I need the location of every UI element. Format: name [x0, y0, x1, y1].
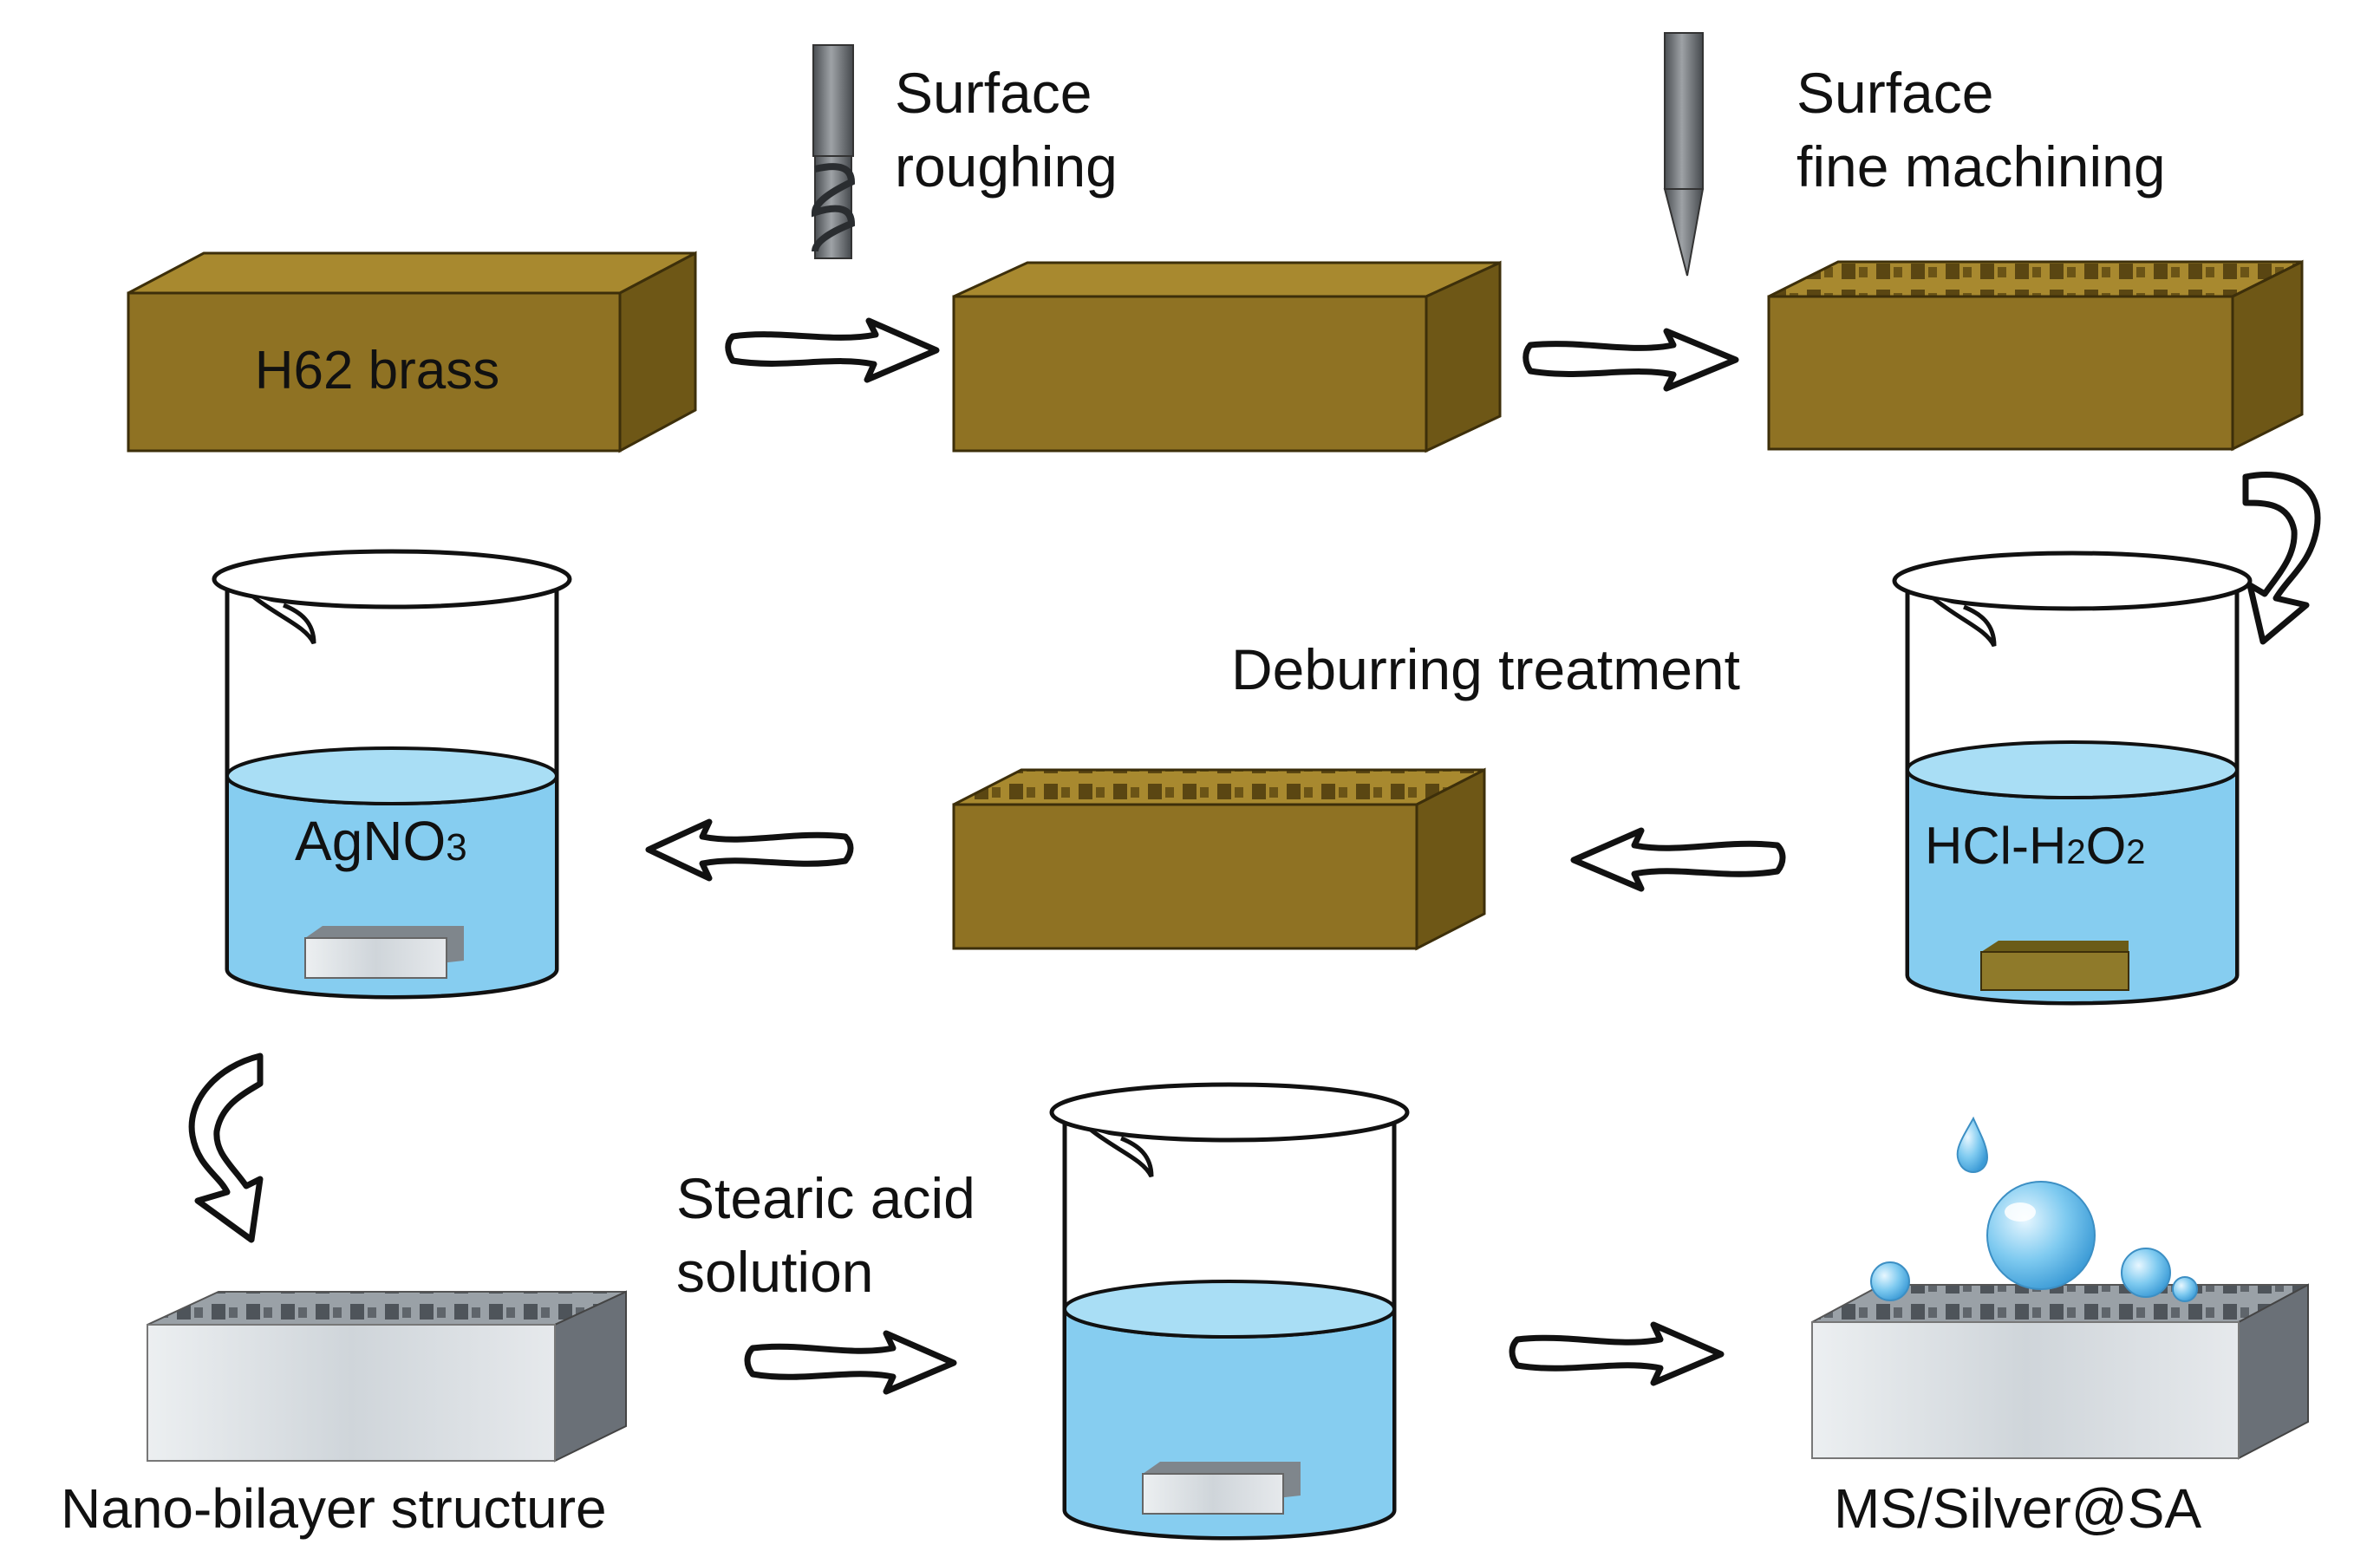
brass-block [127, 251, 697, 453]
fine-cutter-icon [1663, 32, 1705, 277]
hcl-label: HCl-H2O2 [1925, 817, 2145, 875]
machined-block [1767, 259, 2304, 452]
agno3-label: AgNO3 [295, 810, 467, 872]
arrow-right-3 [744, 1330, 957, 1395]
nano-bilayer-label: Nano-bilayer structure [61, 1477, 607, 1540]
roughing-label-line1: Surface [895, 61, 1092, 125]
final-product-label: MS/Silver@SA [1834, 1477, 2201, 1540]
water-droplet-icon [1870, 1116, 2198, 1302]
deburring-label: Deburring treatment [1231, 637, 1740, 701]
deburred-block [952, 767, 1486, 951]
final-product-block [1811, 1283, 2309, 1460]
arrow-right-2 [1523, 328, 1739, 392]
curved-arrow-down-right [2242, 472, 2321, 645]
arrow-right-1 [725, 317, 940, 383]
fine-machining-label-line1: Surface [1796, 61, 1993, 125]
hcl-beaker [1892, 551, 2253, 1006]
roughing-label-line2: roughing [895, 134, 1118, 199]
curved-arrow-down-left [188, 1052, 264, 1243]
stearic-label-line2: solution [676, 1240, 874, 1304]
roughed-block [952, 260, 1502, 453]
brass-label: H62 brass [255, 341, 500, 401]
nano-bilayer-block [147, 1290, 627, 1463]
fine-machining-label-line2: fine machining [1796, 134, 2166, 199]
arrow-left-2 [645, 818, 854, 882]
roughing-drill-icon [811, 44, 856, 259]
stearic-acid-beaker [1049, 1082, 1410, 1541]
stearic-label-line1: Stearic acid [676, 1166, 975, 1230]
arrow-left-1 [1570, 827, 1786, 892]
agno3-beaker [212, 549, 572, 1000]
arrow-right-4 [1509, 1321, 1725, 1386]
